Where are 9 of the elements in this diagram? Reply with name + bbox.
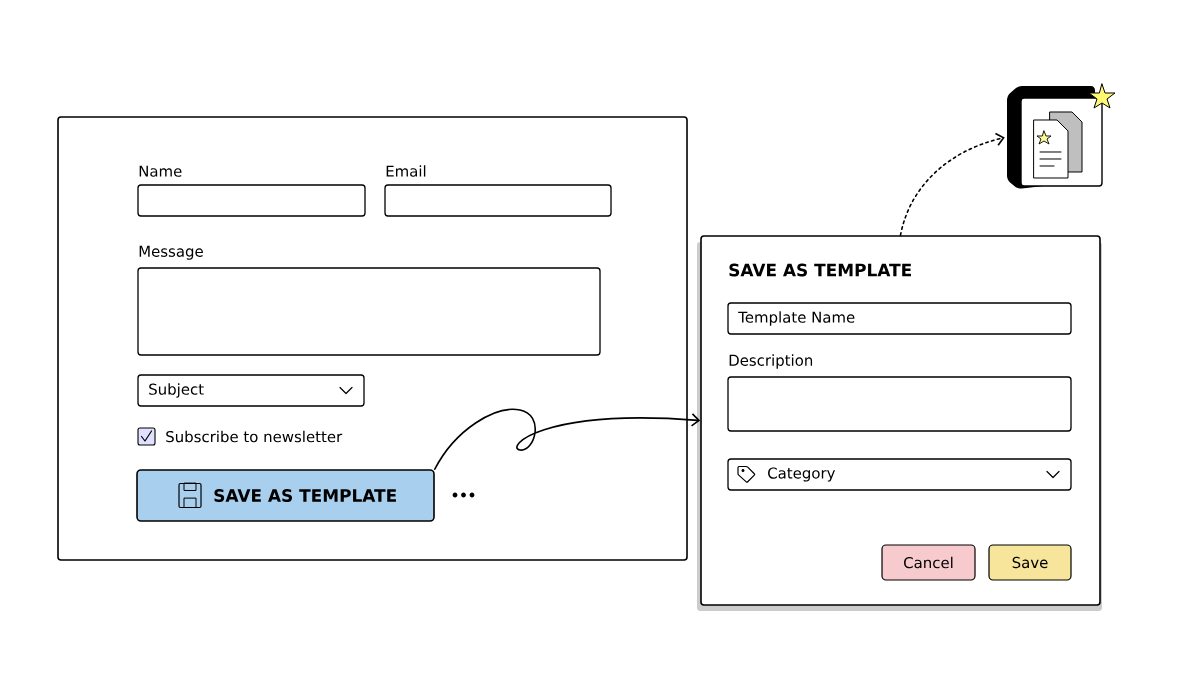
arrow	[434, 408, 701, 470]
checkbox-label: Subscribe to newsletter	[166, 430, 343, 443]
field-label: Email	[386, 165, 426, 177]
template-library-drawing	[1007, 83, 1116, 189]
arrow	[899, 132, 1005, 236]
field-label: Message	[139, 245, 203, 260]
button: SAVE AS TEMPLATE	[136, 469, 435, 522]
field-label: Name	[139, 165, 182, 177]
dropdown: Subject	[137, 374, 365, 407]
